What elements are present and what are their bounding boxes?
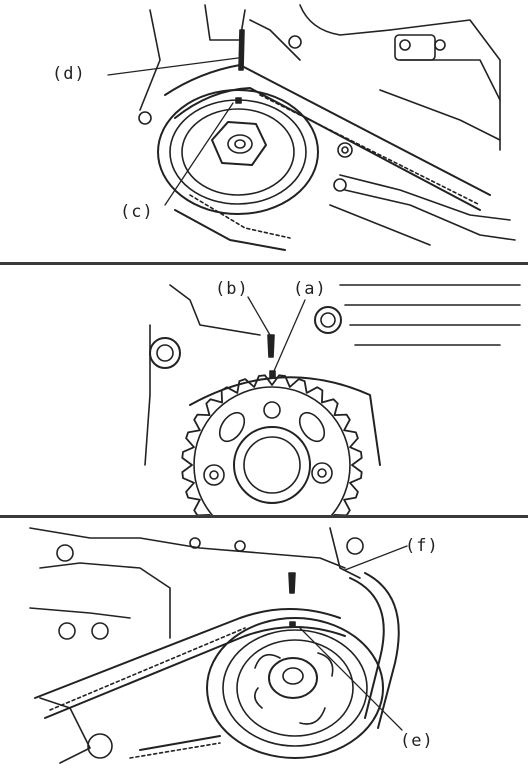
sprocket-teeth xyxy=(181,374,363,515)
cam-sprocket-drawing xyxy=(144,284,521,515)
panel-top-crank-pulley: (d) (c) xyxy=(0,0,528,262)
panel-middle-cam-sprocket: (b) (a) xyxy=(0,265,528,515)
panel-bottom-crank-pulley: (f) (e) xyxy=(0,518,528,768)
callout-label-b: (b) xyxy=(215,279,249,299)
panel-divider-2 xyxy=(0,515,528,518)
callout-label-f: (f) xyxy=(405,536,439,556)
callout-label-a: (a) xyxy=(293,279,327,299)
callout-label-c: (c) xyxy=(120,202,154,222)
callout-label-d: (d) xyxy=(52,64,86,84)
panel-divider-1 xyxy=(0,262,528,265)
crank-pulley-belt-drawing xyxy=(29,527,408,764)
crank-pulley-drawing xyxy=(107,4,516,251)
callout-label-e: (e) xyxy=(400,731,434,751)
